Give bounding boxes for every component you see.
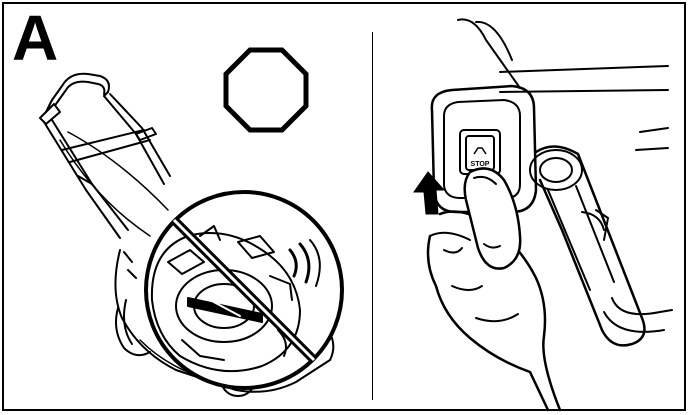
handle-drawing [428, 19, 672, 410]
octagon-stop-icon [226, 50, 306, 130]
stop-button-label: STOP [471, 161, 490, 168]
prohibited-circle-icon [146, 192, 342, 388]
stop-button-notch [474, 148, 486, 154]
